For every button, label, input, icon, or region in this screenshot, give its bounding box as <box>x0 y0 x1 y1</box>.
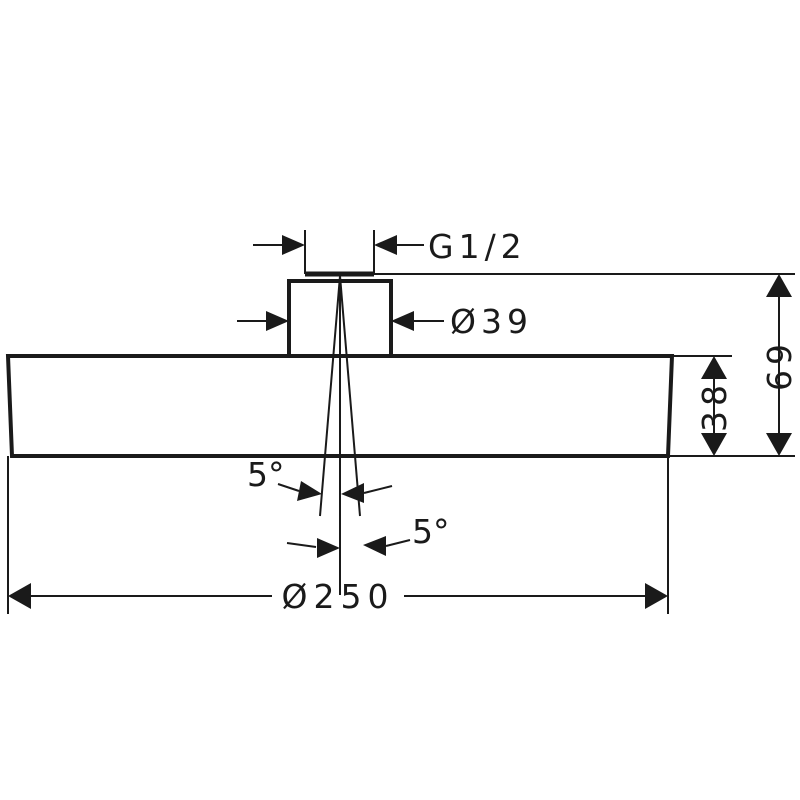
head-diameter-dimension: Ø250 <box>7 456 669 616</box>
head-diameter-label: Ø250 <box>282 577 395 616</box>
head-height-label: 38 <box>695 380 734 432</box>
total-height-dimension: 69 <box>374 273 799 457</box>
connector-diameter-label: Ø39 <box>450 302 533 341</box>
angle-dimension-upper: 5° <box>247 455 393 503</box>
head-height-dimension: 38 <box>672 355 734 456</box>
thread-dimension: G1/2 <box>253 227 527 274</box>
angle-dimension-lower: 5° <box>286 512 450 558</box>
total-height-label: 69 <box>760 339 799 391</box>
angle-label-left: 5° <box>247 455 285 494</box>
angle-label-right: 5° <box>412 512 450 551</box>
thread-label: G1/2 <box>428 227 527 266</box>
connector-diameter-dimension: Ø39 <box>237 302 533 341</box>
tilt-lines <box>319 275 361 595</box>
